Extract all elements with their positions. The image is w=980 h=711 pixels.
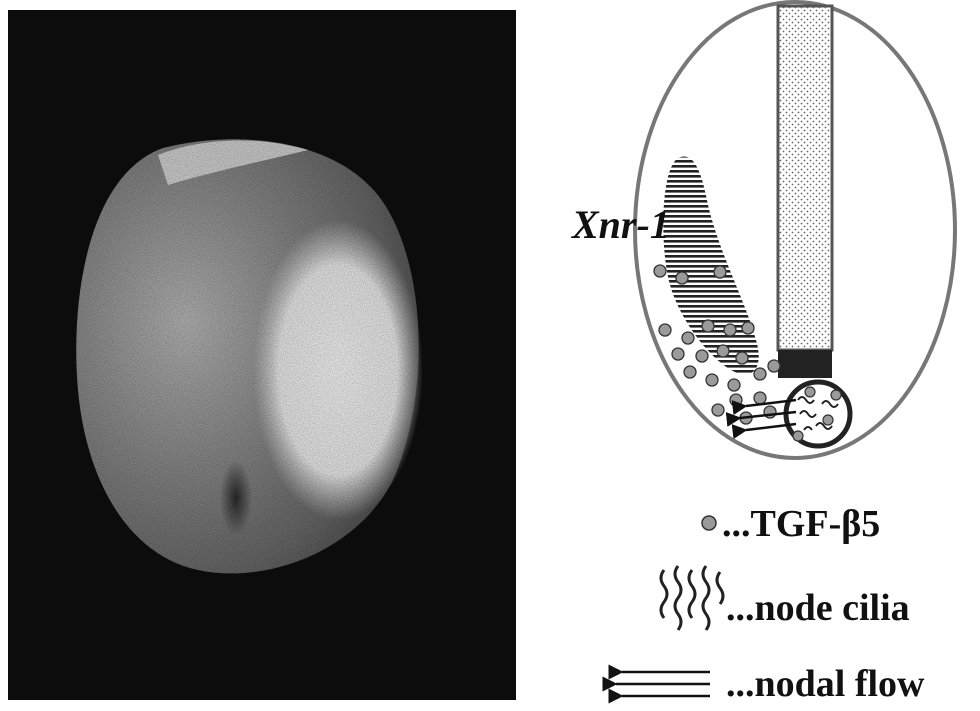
- embryo-photo-panel: [8, 10, 516, 700]
- flow-arrow-icon: [616, 672, 710, 696]
- node-diagram-panel: Xnr-1 ...TGF-β5 ...node cilia: [560, 0, 980, 706]
- embryo-photo: [8, 10, 516, 700]
- node: [786, 382, 850, 446]
- legend-item-tgf: ...TGF-β5: [702, 503, 880, 545]
- legend-flow-text: ...nodal flow: [726, 663, 925, 705]
- legend: ...TGF-β5 ...node cilia ...nodal: [616, 503, 925, 705]
- cilia-icon: [661, 566, 723, 630]
- legend-tgf-text: ...TGF-β5: [722, 503, 880, 545]
- notochord: [778, 6, 832, 350]
- node-diagram: Xnr-1 ...TGF-β5 ...node cilia: [560, 0, 980, 706]
- legend-item-cilia: ...node cilia: [661, 566, 910, 630]
- tgf-dot-icon: [702, 516, 716, 530]
- legend-cilia-text: ...node cilia: [726, 587, 910, 629]
- legend-item-flow: ...nodal flow: [616, 663, 925, 705]
- xnr1-label: Xnr-1: [570, 202, 670, 247]
- embryo: [76, 139, 423, 573]
- notochord-base: [778, 350, 832, 378]
